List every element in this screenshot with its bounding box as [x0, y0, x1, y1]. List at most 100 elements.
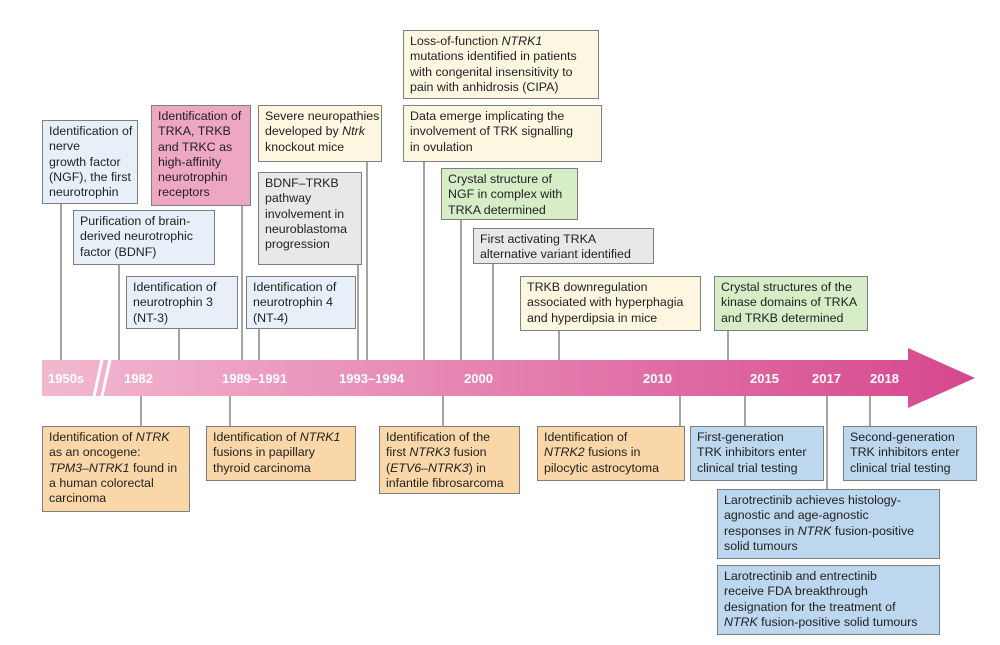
event-text-line: and TRKB determined: [721, 310, 844, 325]
event-text-line: fusions in papillary: [213, 445, 315, 460]
event-text-line: Identification of: [544, 430, 628, 444]
event-text-line: Identification of: [158, 109, 242, 123]
event-text-line: receive FDA breakthrough: [724, 584, 868, 599]
event-text-line: and TRKC as: [158, 139, 233, 154]
event-text-line: progression: [265, 237, 330, 252]
event-text-line: Severe neuropathies: [265, 109, 380, 123]
event-text-line: TRKA, TRKB: [158, 124, 231, 139]
event-text-line: high-affinity: [158, 154, 222, 169]
event-text-line: involvement in: [265, 206, 345, 221]
event-text-line: pilocytic astrocytoma: [544, 460, 659, 475]
event-text-line: BDNF–TRKB: [265, 176, 339, 190]
year-label-1982: 1982: [124, 371, 153, 386]
event-text-line: nerve: [49, 139, 80, 154]
event-text-line: designation for the treatment of: [724, 599, 896, 614]
year-label-2018: 2018: [870, 371, 899, 386]
event-text-line: infantile fibrosarcoma: [386, 475, 504, 490]
event-text-line: NGF in complex with: [448, 187, 563, 202]
event-text-line: Crystal structures of the: [721, 280, 852, 294]
year-label-1993-1994: 1993–1994: [339, 371, 405, 386]
event-text-line: neuroblastoma: [265, 221, 347, 236]
event-text-line: derived neurotrophic: [80, 229, 193, 244]
event-text-line: Identification of: [133, 280, 217, 294]
event-text-line: First-generation: [697, 430, 784, 444]
event-text-line: (NT-3): [133, 310, 169, 325]
event-text-line: clinical trial testing: [697, 460, 798, 475]
event-text-line: neurotrophin: [49, 185, 119, 200]
event-text-line: TRKA determined: [448, 202, 546, 217]
event-text-line: Purification of brain-: [80, 214, 191, 228]
event-text-line: First activating TRKA: [480, 232, 597, 246]
event-text-line: and hyperdipsia in mice: [527, 310, 658, 325]
event-text-line: TRK inhibitors enter: [850, 445, 960, 460]
event-text-line: (ETV6–NTRK3) in: [386, 460, 486, 475]
event-text-line: (NGF), the first: [49, 169, 131, 184]
event-text-line: pain with anhidrosis (CIPA): [410, 79, 559, 94]
event-text-line: involvement of TRK signalling: [410, 124, 573, 139]
event-text-line: knockout mice: [265, 139, 345, 154]
event-text-line: Identification of the: [386, 430, 491, 444]
event-text-line: pathway: [265, 191, 312, 206]
event-text-line: agnostic and age-agnostic: [724, 508, 869, 523]
event-text-line: thyroid carcinoma: [213, 460, 311, 475]
event-text-line: in ovulation: [410, 139, 473, 154]
event-text-line: carcinoma: [49, 491, 107, 506]
event-text-line: TRKB downregulation: [527, 280, 648, 294]
event-text-line: with congenital insensitivity to: [410, 64, 573, 79]
year-label-1950s: 1950s: [48, 371, 85, 386]
event-text-line: Identification of NTRK1: [213, 430, 341, 444]
event-text-line: responses in NTRK fusion-positive: [724, 523, 915, 538]
event-text-line: neurotrophin 3: [133, 295, 213, 310]
event-text-line: TRK inhibitors enter: [697, 445, 807, 460]
event-text-line: Larotrectinib achieves histology-: [724, 493, 902, 507]
event-text-line: Crystal structure of: [448, 172, 552, 186]
event-text-line: neurotrophin: [158, 170, 228, 185]
event-text-line: Data emerge implicating the: [410, 109, 565, 123]
event-text-line: NTRK fusion-positive solid tumours: [724, 614, 918, 629]
year-label-2017: 2017: [812, 371, 841, 386]
event-text-line: Larotrectinib and entrectinib: [724, 569, 877, 583]
event-text-line: kinase domains of TRKA: [721, 295, 858, 310]
year-label-1989-1991: 1989–1991: [222, 371, 288, 386]
event-text-line: Second-generation: [850, 430, 955, 444]
timeline-break-marks: [91, 354, 113, 402]
year-label-2015: 2015: [750, 371, 779, 386]
year-label-2000: 2000: [464, 371, 493, 386]
event-text-line: Loss-of-function NTRK1: [410, 34, 543, 48]
event-text-line: receptors: [158, 185, 210, 200]
year-label-2010: 2010: [643, 371, 672, 386]
event-bdnf-purification: Purification of brain-derived neurotroph…: [73, 210, 215, 265]
event-text-line: mutations identified in patients: [410, 49, 577, 64]
event-text-line: factor (BDNF): [80, 244, 157, 259]
event-text-line: NTRK2 fusions in: [544, 445, 641, 460]
event-text-line: neurotrophin 4: [253, 295, 333, 310]
event-text-line: Identification of NTRK: [49, 430, 170, 444]
event-text-line: Identification of: [253, 280, 337, 294]
event-text-line: solid tumours: [724, 538, 798, 553]
event-text-line: first NTRK3 fusion: [386, 445, 487, 460]
event-text-line: clinical trial testing: [850, 460, 951, 475]
event-text-line: Identification of: [49, 124, 133, 138]
event-text-line: a human colorectal: [49, 475, 154, 490]
event-text-line: (NT-4): [253, 310, 289, 325]
